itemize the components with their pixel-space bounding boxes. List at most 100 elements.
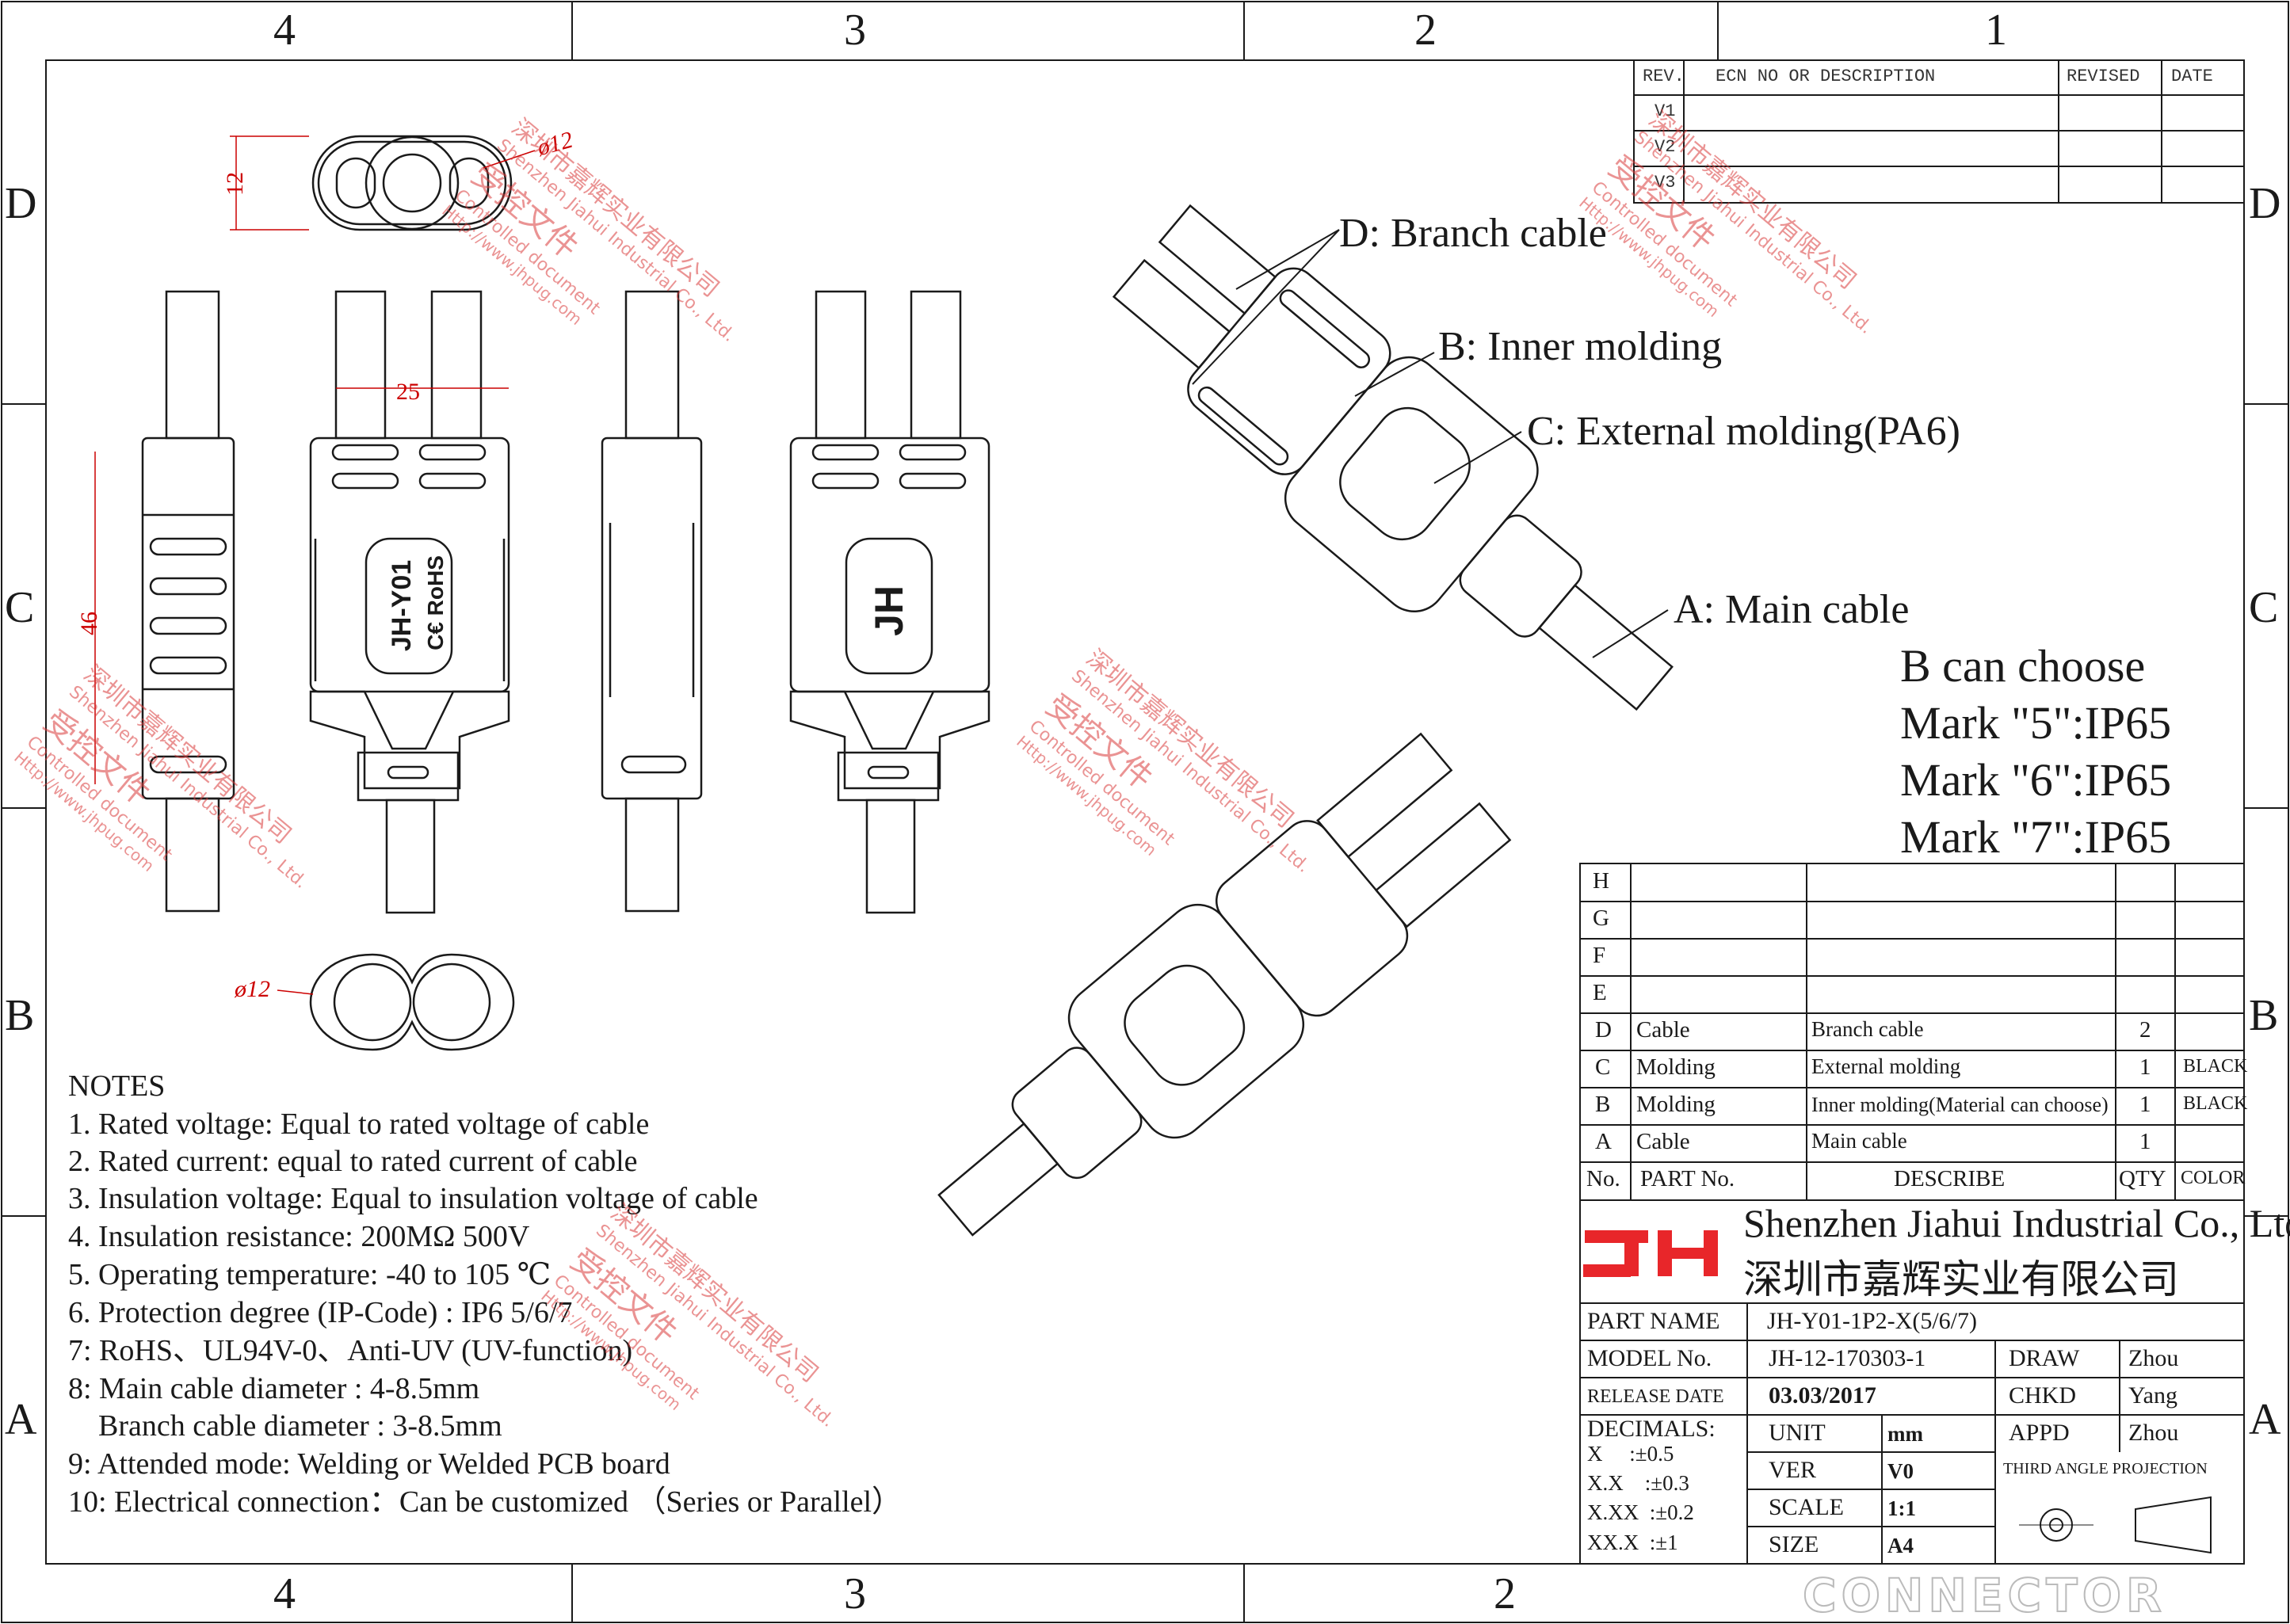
bom-a-part: Cable [1636, 1129, 1690, 1154]
rev-header-revised: REVISED [2067, 67, 2140, 86]
note-1: 1. Rated voltage: Equal to rated voltage… [68, 1107, 650, 1141]
ver-label: VER [1769, 1457, 1816, 1483]
note-2: 2. Rated current: equal to rated current… [68, 1145, 638, 1178]
zone-col-2-bottom: 2 [1494, 1569, 1516, 1618]
tol-xxdotx: XX.X :±1 [1587, 1531, 1678, 1554]
bottom-view [277, 953, 515, 1051]
unit-value: mm [1887, 1422, 1923, 1446]
connector-logo: CONNECTOR [1802, 1568, 2166, 1623]
bom-header-part: PART No. [1640, 1166, 1735, 1191]
tol-xx: X.X :±0.3 [1587, 1471, 1689, 1495]
bom-d-part: Cable [1636, 1017, 1690, 1043]
zone-row-b-left: B [5, 991, 35, 1040]
zone-row-a-right: A [2249, 1395, 2281, 1444]
revision-table-grid [1633, 59, 2245, 204]
note-9: 9: Attended mode: Welding or Welded PCB … [68, 1447, 670, 1481]
zone-row-d-right: D [2249, 179, 2281, 228]
callout-external-molding: C: External molding(PA6) [1527, 409, 1960, 454]
zone-row-c-right: C [2249, 583, 2279, 632]
zone-row-d-left: D [5, 179, 37, 228]
zone-col-3-top: 3 [844, 6, 866, 55]
callout-main-cable: A: Main cable [1674, 587, 1910, 632]
size-value: A4 [1887, 1534, 1914, 1557]
note-8b: Branch cable diameter : 3-8.5mm [68, 1409, 502, 1443]
ver-value: V0 [1887, 1459, 1914, 1483]
zone-row-a-left: A [5, 1395, 37, 1444]
bom-b-part: Molding [1636, 1092, 1716, 1117]
bom-c-no: C [1595, 1054, 1611, 1080]
bom-header-no: No. [1586, 1166, 1620, 1191]
jh-logo [1583, 1230, 1718, 1277]
chkd-value: Yang [2128, 1382, 2177, 1409]
cert-mark: C€ RoHS [422, 555, 448, 650]
zone-row-b-right: B [2249, 991, 2279, 1040]
bom-header-color: COLOR [2181, 1168, 2246, 1188]
scale-label: SCALE [1769, 1494, 1845, 1520]
scale-value: 1:1 [1887, 1496, 1916, 1520]
appd-label: APPD [2009, 1420, 2070, 1446]
bom-a-describe: Main cable [1811, 1129, 1907, 1153]
part-name-value: JH-Y01-1P2-X(5/6/7) [1767, 1308, 1977, 1334]
zone-row-c-left: C [5, 583, 35, 632]
note-3: 3. Insulation voltage: Equal to insulati… [68, 1182, 758, 1215]
draw-value: Zhou [2128, 1345, 2179, 1371]
back-view [789, 290, 990, 914]
rev-row-v2: V2 [1655, 137, 1676, 157]
note-4: 4. Insulation resistance: 200MΩ 500V [68, 1220, 530, 1253]
draw-label: DRAW [2009, 1345, 2080, 1371]
bom-header-describe: DESCRIBE [1894, 1166, 2006, 1191]
bom-c-color: BLACK [2183, 1056, 2248, 1077]
bom-b-describe: Inner molding(Material can choose) [1811, 1093, 2109, 1116]
bom-c-part: Molding [1636, 1054, 1716, 1080]
appd-value: Zhou [2128, 1420, 2179, 1446]
callout-leaders [1192, 229, 1669, 658]
bom-row-e: E [1593, 980, 1607, 1005]
rev-row-v1: V1 [1655, 101, 1676, 121]
bom-d-describe: Branch cable [1811, 1017, 1924, 1041]
note-5: 5. Operating temperature: -40 to 105 ℃ [68, 1258, 552, 1291]
bom-row-g: G [1593, 905, 1609, 931]
jh-mark-back: JH [866, 585, 911, 636]
bom-d-qty: 2 [2139, 1017, 2151, 1043]
decimals-label: DECIMALS: [1587, 1416, 1716, 1442]
side-view-2 [601, 290, 703, 913]
release-value: 03.03/2017 [1769, 1382, 1876, 1409]
bom-row-h: H [1593, 868, 1609, 894]
rev-header-date: DATE [2171, 67, 2213, 86]
rev-row-v3: V3 [1655, 173, 1676, 193]
tol-xxx: X.XX :±0.2 [1587, 1500, 1694, 1524]
top-view [230, 135, 536, 231]
bom-b-qty: 1 [2139, 1092, 2151, 1117]
bom-a-no: A [1595, 1129, 1612, 1154]
model-label: MODEL No. [1587, 1345, 1712, 1371]
size-label: SIZE [1769, 1531, 1819, 1557]
dim-top-height: 12 [222, 172, 248, 196]
b-choose-title: B can choose [1900, 640, 2146, 692]
callout-branch-cable: D: Branch cable [1339, 211, 1607, 256]
b-choose-mark5: Mark "5":IP65 [1900, 697, 2172, 749]
part-name-label: PART NAME [1587, 1308, 1720, 1334]
bom-a-qty: 1 [2139, 1129, 2151, 1154]
note-8: 8: Main cable diameter : 4-8.5mm [68, 1372, 480, 1405]
iso-view-lower [937, 732, 1512, 1237]
bom-c-describe: External molding [1811, 1054, 1961, 1078]
bom-row-f: F [1593, 943, 1606, 968]
notes-title: NOTES [68, 1069, 166, 1103]
b-choose-mark7: Mark "7":IP65 [1900, 811, 2172, 863]
chkd-label: CHKD [2009, 1382, 2077, 1409]
bom-b-no: B [1595, 1092, 1611, 1117]
zone-col-3-bottom: 3 [844, 1569, 866, 1618]
tol-x: X :±0.5 [1587, 1442, 1674, 1466]
bom-header-qty: QTY [2119, 1166, 2166, 1191]
company-name-cn: 深圳市嘉辉实业有限公司 [1743, 1256, 2179, 1302]
release-label: RELEASE DATE [1587, 1386, 1724, 1407]
bom-c-qty: 1 [2139, 1054, 2151, 1080]
dim-bottom-dia: ø12 [235, 976, 270, 1002]
bom-table-grid [1579, 863, 2245, 1201]
projection-label: THIRD ANGLE PROJECTION [2003, 1460, 2208, 1477]
model-value: JH-12-170303-1 [1769, 1345, 1926, 1371]
zone-col-1-top: 1 [1985, 6, 2007, 55]
